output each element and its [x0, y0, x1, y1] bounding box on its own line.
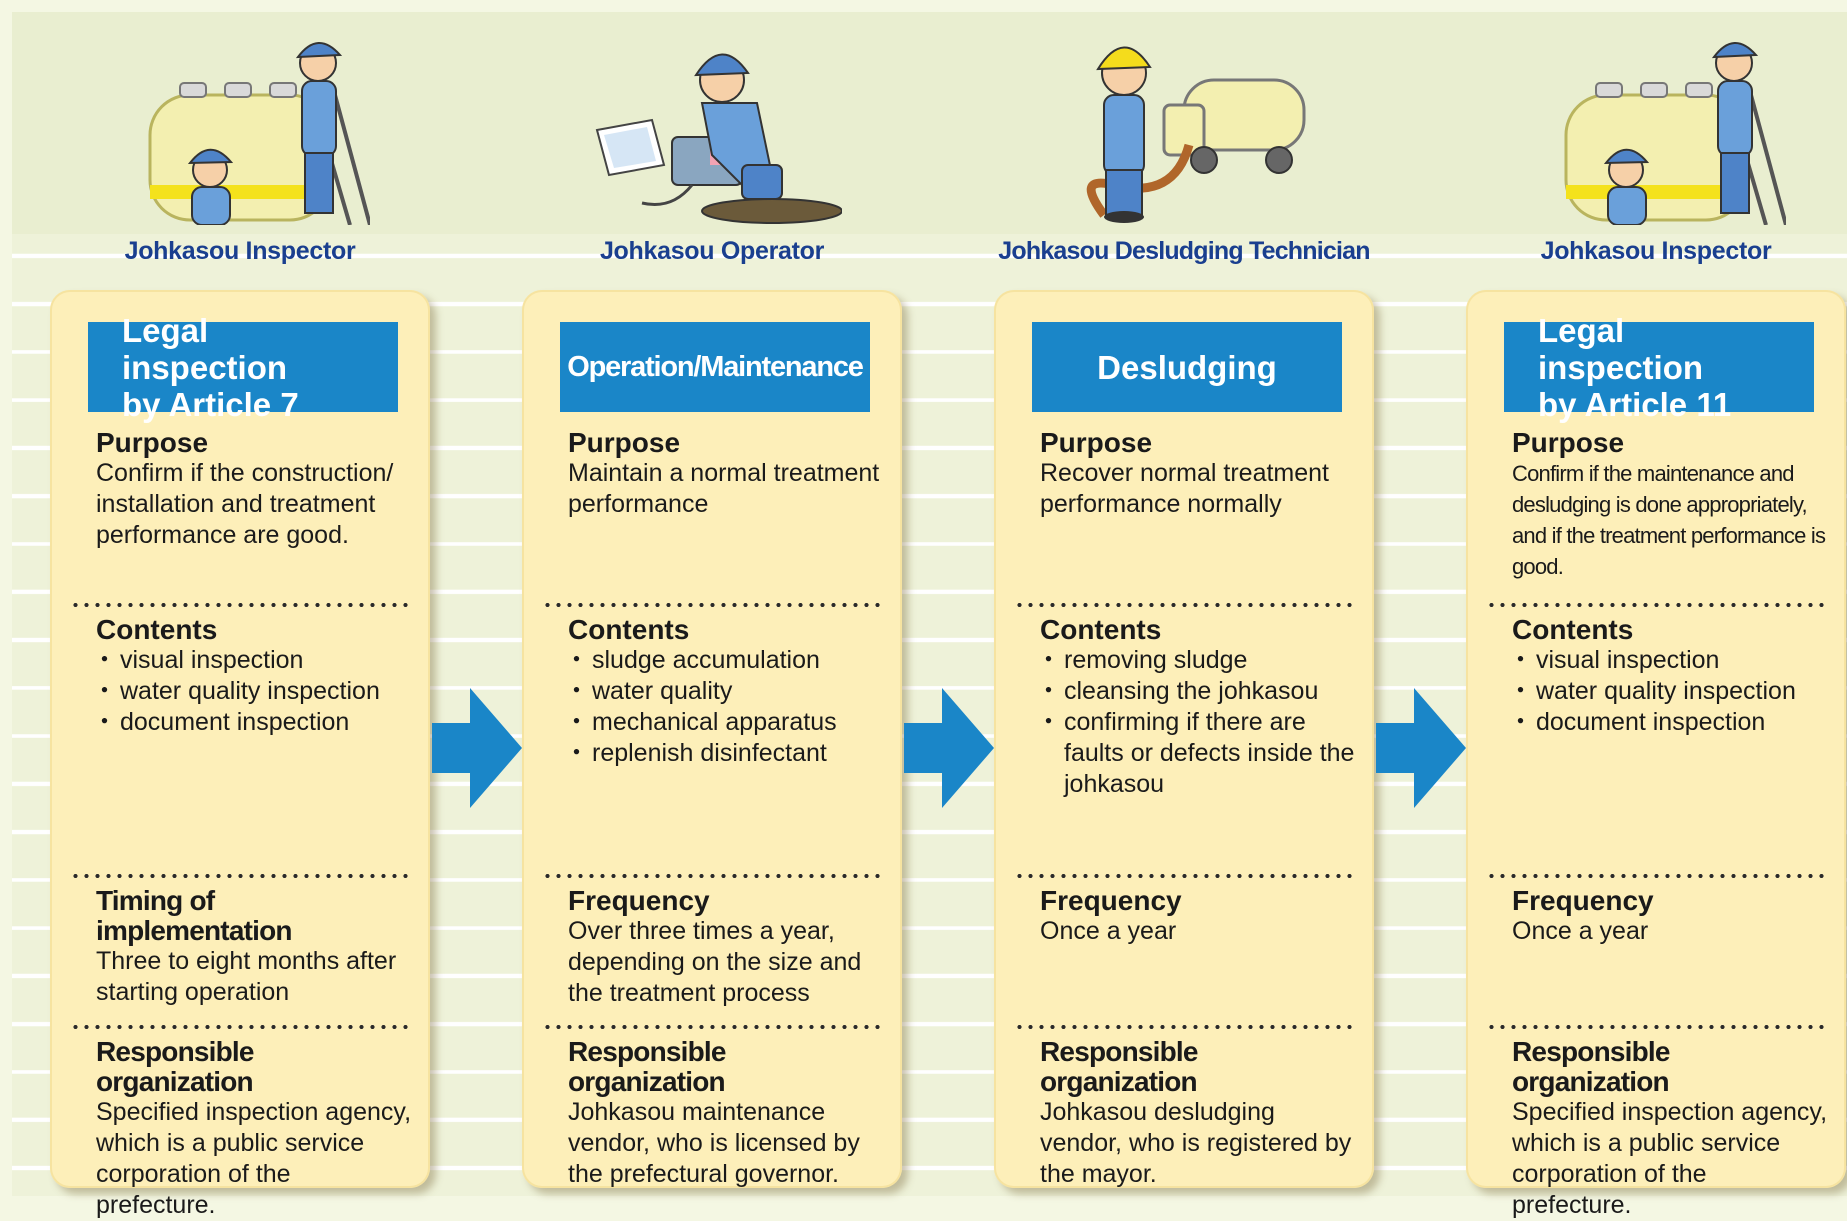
role-label: Johkasou Inspector	[124, 237, 356, 265]
frequency-text: Over three times a year, depending on th…	[568, 917, 862, 1007]
step-title: Operation/Maintenance	[567, 350, 864, 383]
step-title: Desludging	[1097, 348, 1277, 386]
contents-item: confirming if there are faults or defect…	[1036, 707, 1360, 800]
contents-item: water quality inspection	[92, 676, 416, 707]
contents-item: cleansing the johkasou	[1036, 676, 1360, 707]
purpose-section: Purpose Recover normal treatment perform…	[1040, 428, 1360, 520]
purpose-heading: Purpose	[96, 427, 209, 458]
contents-section: Contents removing sludge cleansing the j…	[1036, 614, 1360, 800]
role-label: Johkasou Inspector	[1540, 237, 1772, 265]
timing-heading: Timing of implementation	[96, 885, 293, 946]
dotted-divider	[70, 874, 414, 878]
dotted-divider	[70, 603, 414, 607]
dotted-divider	[542, 1025, 886, 1029]
organization-text: Johkasou desludging vendor, who is regis…	[1040, 1098, 1352, 1188]
organization-heading: Responsible organization	[1512, 1036, 1670, 1097]
frequency-heading: Frequency	[568, 885, 710, 916]
step-title-box: Desludging	[1032, 322, 1342, 412]
purpose-text: Confirm if the maintenance and desludgin…	[1512, 461, 1826, 579]
organization-section: Responsible organization Johkasou deslud…	[1040, 1037, 1360, 1190]
step-card: Operation/Maintenance Purpose Maintain a…	[522, 290, 902, 1188]
step-title-box: Legal inspection by Article 11	[1504, 312, 1814, 423]
dotted-divider	[1486, 874, 1830, 878]
contents-item: replenish disinfectant	[564, 738, 888, 769]
timing-text: Three to eight months after starting ope…	[96, 947, 397, 1006]
purpose-section: Purpose Confirm if the maintenance and d…	[1512, 428, 1832, 582]
dotted-divider	[542, 874, 886, 878]
organization-heading: Responsible organization	[1040, 1036, 1198, 1097]
organization-section: Responsible organization Specified inspe…	[1512, 1037, 1832, 1221]
purpose-heading: Purpose	[1512, 427, 1625, 458]
operator-with-laptop-icon	[595, 53, 842, 224]
right-arrow-icon	[432, 688, 522, 808]
organization-section: Responsible organization Johkasou mainte…	[568, 1037, 888, 1190]
purpose-section: Purpose Maintain a normal treatment perf…	[568, 428, 888, 520]
frequency-heading: Frequency	[1040, 885, 1182, 916]
organization-heading: Responsible organization	[568, 1036, 726, 1097]
contents-heading: Contents	[1512, 614, 1634, 645]
role-label: Johkasou Desludging Technician	[998, 237, 1370, 265]
step-title-box: Operation/Maintenance	[560, 322, 870, 412]
step-title: Legal inspection by Article 11	[1538, 311, 1732, 423]
contents-heading: Contents	[1040, 614, 1162, 645]
frequency-text: Once a year	[1512, 917, 1649, 945]
contents-item: water quality	[564, 676, 888, 707]
contents-heading: Contents	[568, 614, 690, 645]
contents-section: Contents visual inspection water quality…	[1508, 614, 1832, 739]
inspector-climbing-tank-icon	[148, 42, 370, 225]
organization-text: Specified inspection agency, which is a …	[1512, 1098, 1828, 1219]
contents-section: Contents visual inspection water quality…	[92, 614, 416, 739]
frequency-section: Frequency Once a year	[1512, 886, 1832, 947]
contents-item: mechanical apparatus	[564, 707, 888, 738]
contents-section: Contents sludge accumulation water quali…	[564, 614, 888, 770]
timing-section: Timing of implementation Three to eight …	[96, 886, 416, 1008]
dotted-divider	[1486, 603, 1830, 607]
contents-item: visual inspection	[92, 645, 416, 676]
step-card: Desludging Purpose Recover normal treatm…	[994, 290, 1374, 1188]
contents-item: document inspection	[92, 707, 416, 738]
step-card: Legal inspection by Article 11 Purpose C…	[1466, 290, 1846, 1219]
step-card: Legal inspection by Article 7 Purpose Co…	[50, 290, 430, 1219]
contents-item: sludge accumulation	[564, 645, 888, 676]
step-title: Legal inspection by Article 7	[122, 311, 299, 423]
purpose-heading: Purpose	[1040, 427, 1153, 458]
frequency-text: Once a year	[1040, 917, 1177, 945]
dotted-divider	[542, 603, 886, 607]
contents-item: water quality inspection	[1508, 676, 1832, 707]
frequency-section: Frequency Once a year	[1040, 886, 1360, 947]
frequency-heading: Frequency	[1512, 885, 1654, 916]
purpose-text: Confirm if the construction/ installatio…	[96, 459, 394, 549]
organization-text: Johkasou maintenance vendor, who is lice…	[568, 1098, 860, 1188]
dotted-divider	[1014, 1025, 1358, 1029]
right-arrow-icon	[904, 688, 994, 808]
purpose-heading: Purpose	[568, 427, 681, 458]
right-arrow-icon	[1376, 688, 1466, 808]
organization-text: Specified inspection agency, which is a …	[96, 1098, 412, 1219]
technician-with-vacuum-truck-icon	[1086, 46, 1306, 223]
step-title-box: Legal inspection by Article 7	[88, 312, 398, 423]
purpose-text: Maintain a normal treatment performance	[568, 459, 880, 518]
contents-item: removing sludge	[1036, 645, 1360, 676]
contents-heading: Contents	[96, 614, 218, 645]
dotted-divider	[1014, 603, 1358, 607]
organization-heading: Responsible organization	[96, 1036, 254, 1097]
contents-item: visual inspection	[1508, 645, 1832, 676]
organization-section: Responsible organization Specified inspe…	[96, 1037, 416, 1221]
contents-item: document inspection	[1508, 707, 1832, 738]
dotted-divider	[70, 1025, 414, 1029]
role-label: Johkasou Operator	[599, 237, 825, 265]
inspector-climbing-tank-icon	[1564, 42, 1786, 225]
frequency-section: Frequency Over three times a year, depen…	[568, 886, 888, 1009]
dotted-divider	[1486, 1025, 1830, 1029]
purpose-section: Purpose Confirm if the construction/ ins…	[96, 428, 416, 551]
dotted-divider	[1014, 874, 1358, 878]
purpose-text: Recover normal treatment performance nor…	[1040, 459, 1330, 518]
